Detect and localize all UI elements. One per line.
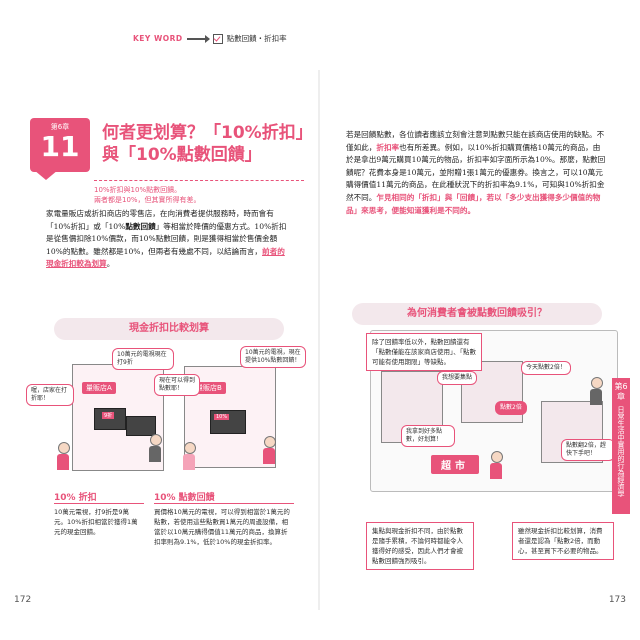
arrow-icon bbox=[186, 34, 210, 43]
subtitle: 10%折扣與10%點數回饋。 兩者都是10%，但其實所得有差。 bbox=[94, 180, 304, 205]
supermarket-sign: 超市 bbox=[431, 455, 479, 474]
store-illustration: 量販店A 9折 10萬元的電視現在打9折 喔，店家在打折耶！ 量販店B 10% … bbox=[14, 346, 318, 484]
chapter-side-tab: 第6章 日常生活中實用的行為經濟學 bbox=[612, 378, 630, 514]
head-icon bbox=[184, 442, 196, 454]
bubble-customer-b: 現在可以得到點數耶！ bbox=[154, 374, 200, 396]
caption-b-body: 買價格10萬元的電視，可以得到相當於1萬元的點數，若使用這些點數買1萬元的周邊設… bbox=[154, 508, 290, 546]
note-top: 除了回饋率低以外，點數回饋還有「點數僅能在該家商店使用」、「點數可能有使用期限」… bbox=[366, 333, 482, 371]
page-number: 172 bbox=[14, 595, 32, 605]
bubble-store-b: 10萬元的電視，現在提供10%點數回饋！ bbox=[240, 346, 306, 368]
title-line-1: 何者更划算？「10%折扣」 bbox=[102, 123, 313, 143]
body-text-part: 家電量販店或折扣商店的零售店，在向消費者提供服務時，時而會有「10%折扣」或「1… bbox=[46, 209, 274, 231]
head-icon bbox=[491, 451, 503, 463]
body-icon bbox=[149, 446, 161, 462]
body-text-part: 。 bbox=[106, 259, 115, 269]
title-line-2: 與「10%點數回饋」 bbox=[102, 145, 262, 165]
bubble-today: 今天點數2倍！ bbox=[521, 361, 571, 375]
bubble-double: 點數2倍 bbox=[495, 401, 527, 415]
keyword-strip: KEY WORD 點數回饋・折扣率 bbox=[133, 33, 287, 44]
badge-chapter: 第6章 bbox=[50, 123, 70, 131]
left-page: 第6章 11 何者更划算？「10%折扣」 與「10%點數回饋」 10%折扣與10… bbox=[14, 70, 318, 610]
clerk-b bbox=[263, 436, 276, 464]
side-tab-chapter: 第6章 bbox=[614, 382, 628, 401]
note-bottom-left: 集點與現金折扣不同，由於點數是隨手累積，不論何時都能令人獲得好的感受，因此人們才… bbox=[366, 522, 474, 570]
tv-icon bbox=[126, 416, 156, 436]
book-spine bbox=[318, 70, 320, 610]
badge-number: 11 bbox=[40, 130, 80, 163]
body-paragraph: 家電量販店或折扣商店的零售店，在向消費者提供服務時，時而會有「10%折扣」或「1… bbox=[46, 208, 288, 271]
badge-pin-icon bbox=[34, 170, 58, 180]
price-tag: 10% bbox=[214, 414, 230, 420]
body-icon bbox=[590, 389, 602, 405]
caption-b-heading: 10% 點數回饋 bbox=[154, 493, 215, 503]
keyword-label: 點數回饋・折扣率 bbox=[226, 34, 287, 43]
chapter-badge: 第6章 11 bbox=[30, 118, 90, 172]
body-text-bold: 乍見相同的「折扣」與「回饋」，若以「多少支出獲得多少價值的物品」來思考，便能知道… bbox=[346, 192, 601, 215]
body-text-bold: 點數回饋 bbox=[125, 221, 156, 231]
head-icon bbox=[264, 436, 276, 448]
store-b-sign: 量販店B bbox=[192, 382, 226, 394]
page-number: 173 bbox=[608, 595, 626, 605]
clerk-a bbox=[149, 434, 162, 462]
price-tag: 9折 bbox=[102, 412, 115, 419]
caption-b-rule bbox=[154, 503, 294, 504]
bubble-lots-points: 我拿到好多點數，好划算！ bbox=[401, 425, 455, 447]
bubble-hurry: 點數翻2倍，趕快下手吧！ bbox=[561, 439, 615, 461]
bubble-collect: 我想要集點 bbox=[437, 371, 478, 385]
body-text-part: 若是回饋點數，各位讀者應該立刻會注意到點數只能在該商店使用的缺點。不僅如此， bbox=[346, 130, 605, 152]
body-icon bbox=[183, 454, 195, 470]
head-icon bbox=[150, 434, 162, 446]
subtitle-line-2: 兩者都是10%，但其實所得有差。 bbox=[94, 196, 201, 204]
subtitle-line-1: 10%折扣與10%點數回饋。 bbox=[94, 186, 182, 194]
section-heading: 現金折扣比較划算 bbox=[54, 318, 284, 340]
bubble-store-a: 10萬元的電視現在打9折 bbox=[112, 348, 174, 370]
right-page: 若是回饋點數，各位讀者應該立刻會注意到點數只能在該商店使用的缺點。不僅如此，折扣… bbox=[322, 70, 626, 610]
body-highlight: 前者的現金折扣較為划算 bbox=[46, 246, 285, 269]
note-bottom-right: 雖然現金折扣比較划算，消費者還是認為「點數2倍，而動心，甚至買下不必要的物品。 bbox=[512, 522, 614, 560]
shopper bbox=[490, 451, 503, 479]
caption-a-rule bbox=[54, 503, 144, 504]
clerk bbox=[590, 377, 603, 405]
head-icon bbox=[58, 442, 70, 454]
body-text-bold: 折扣率 bbox=[376, 142, 400, 152]
keyword-tag: KEY WORD bbox=[133, 34, 183, 43]
customer-b bbox=[183, 442, 196, 470]
body-text-part: 也有所差異。例如，以10%折扣購買價格10萬元的商品，由於是拿出9萬元購買10萬… bbox=[346, 142, 606, 202]
body-text-part: 」等相當於降價的優惠方式。10%折扣是從售價扣除10%價款，而10%點數回饋，則… bbox=[46, 221, 287, 256]
page-title: 何者更划算？「10%折扣」 與「10%點數回饋」 bbox=[102, 122, 313, 166]
caption-a-body: 10萬元電視，打9折是9萬元。10%折扣相當於獲得1萬元的現金回饋。 bbox=[54, 508, 138, 536]
checkbox-icon bbox=[212, 33, 223, 44]
customer-a bbox=[57, 442, 70, 470]
body-paragraph: 若是回饋點數，各位讀者應該立刻會注意到點數只能在該商店使用的缺點。不僅如此，折扣… bbox=[346, 129, 606, 217]
body-icon bbox=[490, 463, 502, 479]
bubble-customer-a: 喔，店家在打折耶！ bbox=[26, 384, 74, 406]
body-icon bbox=[263, 448, 275, 464]
section-heading: 為何消費者會被點數回饋吸引？ bbox=[352, 303, 602, 325]
side-tab-text: 日常生活中實用的行為經濟學 bbox=[617, 406, 625, 497]
caption-a-heading: 10% 折扣 bbox=[54, 493, 97, 503]
body-icon bbox=[57, 454, 69, 470]
head-icon bbox=[591, 377, 603, 389]
store-a-sign: 量販店A bbox=[82, 382, 116, 394]
